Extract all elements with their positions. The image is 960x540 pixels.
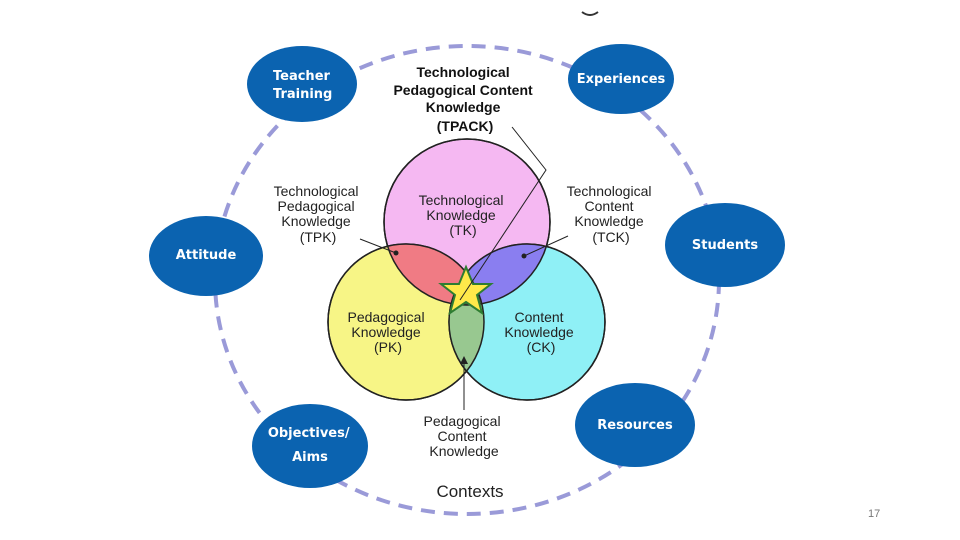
tpack-pointer-line <box>459 126 547 301</box>
resources-label: Resources <box>597 418 673 433</box>
resources-oval <box>575 383 695 467</box>
tk-outline <box>383 138 551 306</box>
pk-outline <box>327 243 485 401</box>
pk-label: Pedagogical Knowledge (PK) <box>348 309 429 355</box>
tpk-pointer-line <box>359 238 397 254</box>
tk-label: Technological Knowledge (TK) <box>419 192 508 238</box>
top-cropped-mark <box>581 11 599 16</box>
pck-arrowhead <box>460 356 468 364</box>
attitude-label: Attitude <box>176 248 237 263</box>
teacher-training-oval <box>247 46 357 122</box>
teacher-training-label: Teacher Training <box>273 69 334 102</box>
objectives-oval <box>252 404 368 488</box>
tpk-label: Technological Pedagogical Knowledge (TPK… <box>274 183 363 245</box>
pck-label: Pedagogical Content Knowledge <box>424 413 505 459</box>
star-icon <box>438 264 494 316</box>
students-oval <box>665 203 785 287</box>
attitude-oval <box>149 216 263 296</box>
experiences-oval <box>568 44 674 114</box>
tck-pointer-line <box>523 235 569 257</box>
contexts-label: Contexts <box>436 482 503 501</box>
page-number: 17 <box>868 508 881 520</box>
students-label: Students <box>692 238 758 253</box>
ck-outline <box>448 243 606 401</box>
ck-label: Content Knowledge (CK) <box>504 309 577 355</box>
tck-label: Technological Content Knowledge (TCK) <box>567 183 656 245</box>
tpack-label: Technological Pedagogical Content Knowle… <box>393 64 536 134</box>
tck-pointer-dot <box>521 253 527 259</box>
objectives-label: Objectives/ Aims <box>268 426 354 465</box>
experiences-label: Experiences <box>577 72 666 87</box>
tpk-pointer-dot <box>393 250 399 256</box>
